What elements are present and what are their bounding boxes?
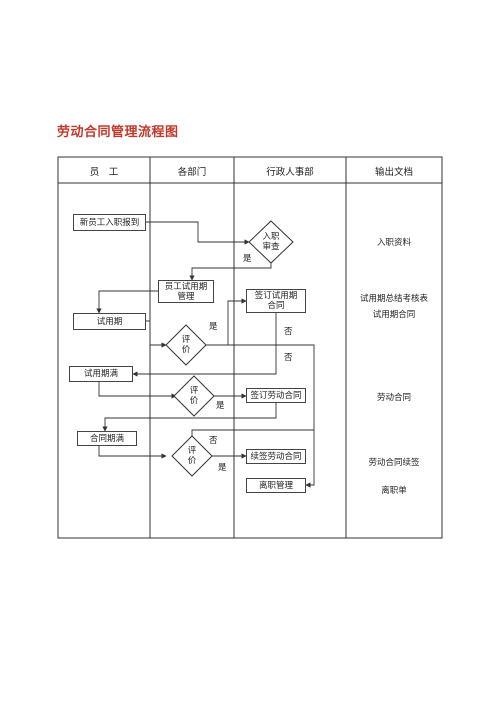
eval3-diamond: [171, 435, 213, 477]
eval1-label: 评 价: [181, 335, 191, 355]
resign-management-box: 离职管理: [246, 478, 306, 493]
contract-end-box: 合同期满: [77, 431, 137, 446]
no-label-eval1-a: 否: [284, 327, 293, 337]
yes-label-entry: 是: [243, 254, 252, 264]
header-employee: 员 工: [89, 167, 119, 178]
yes-label-eval1: 是: [209, 322, 218, 332]
output-resignation-form: 离职单: [381, 486, 407, 496]
probation-end-box: 试用期满: [69, 366, 133, 382]
sign-trial-contract-box: 签订试用期 合同: [246, 289, 306, 313]
no-label-eval3: 否: [209, 436, 218, 446]
eval2-label: 评 价: [189, 386, 199, 406]
yes-label-eval3: 是: [218, 463, 227, 473]
output-trial-review-form: 试用期总结考核表: [359, 294, 428, 304]
header-output-documents: 输出文档: [374, 167, 413, 178]
header-departments: 各部门: [177, 167, 207, 178]
output-contract-renewal: 劳动合同续签: [368, 458, 420, 468]
eval2-diamond: [173, 375, 215, 417]
output-labor-contract: 劳动合同: [376, 393, 411, 403]
renew-labor-contract-box: 续签劳动合同: [246, 449, 306, 464]
entry-review-label: 入职 审查: [262, 232, 280, 252]
eval3-label: 评 价: [187, 446, 197, 466]
output-entry-docs: 入职资料: [376, 238, 411, 248]
eval1-diamond: [165, 324, 207, 366]
trial-management-box: 员工试用期 管理: [158, 280, 214, 303]
entry-review-diamond: [248, 220, 294, 264]
new-employee-box: 新员工入职报到: [73, 214, 146, 231]
output-trial-contract: 试用期合同: [372, 310, 416, 320]
header-hr-department: 行政人事部: [266, 167, 314, 178]
no-label-eval1-b: 否: [284, 353, 293, 363]
probation-box: 试用期: [73, 313, 146, 330]
page-title: 劳动合同管理流程图: [57, 125, 179, 140]
yes-label-eval2: 是: [216, 401, 225, 411]
sign-labor-contract-box: 签订劳动合同: [246, 388, 306, 403]
